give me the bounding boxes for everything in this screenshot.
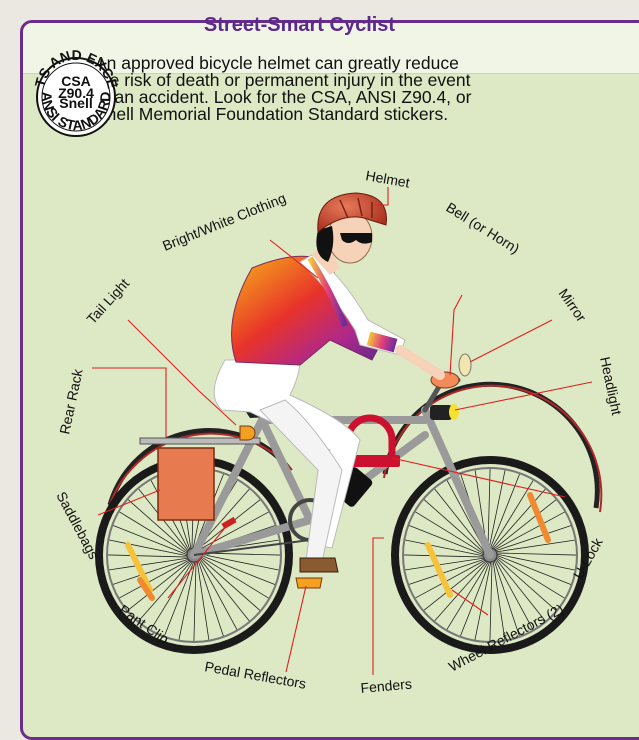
wheel-spoke [200, 555, 275, 584]
wheel-spoke [194, 561, 196, 641]
badge-line-3: Snell [59, 95, 92, 111]
label-pedal-reflectors: Pedal Reflectors [203, 658, 307, 692]
wheel-spoke [496, 553, 576, 555]
label-bell-or-horn: Bell (or Horn) [443, 199, 522, 257]
wheel-spoke [113, 526, 188, 555]
rider [214, 193, 459, 588]
wheel-spoke [151, 561, 193, 630]
wheel-spoke [496, 556, 565, 598]
wheel-spoke [491, 481, 533, 550]
label-tail-light: Tail Light [83, 275, 132, 327]
wheel-spoke [409, 526, 484, 555]
pedal-reflector [296, 578, 322, 588]
label-bright-white-clothing: Bright/White Clothing [160, 190, 288, 254]
wheel-spoke [435, 561, 488, 621]
wheel-spoke [109, 558, 189, 570]
wheel-spoke [405, 558, 485, 570]
headlight [430, 405, 452, 420]
wheel-spoke [424, 560, 487, 610]
wheel-spoke [200, 557, 260, 610]
tail-light [240, 426, 255, 440]
label-fenders: Fenders [360, 676, 413, 696]
pant-clip [221, 517, 236, 529]
wheel-spoke [199, 558, 249, 621]
wheel-spoke [495, 540, 575, 552]
label-saddlebags: Saddlebags [53, 489, 102, 562]
wheel-spoke [496, 557, 556, 610]
wheel-spoke [493, 560, 505, 640]
front-wheel-reflector [428, 545, 450, 595]
wheel-spoke [404, 555, 484, 557]
wheel-spoke [490, 561, 492, 641]
wheel-spoke [108, 555, 188, 557]
shoe [300, 558, 338, 572]
wheel-spoke [447, 561, 489, 630]
mirror [459, 354, 471, 376]
standards-badge: MEETS AND EXCEEDS ANSI STANDARD CSA Z90.… [0, 0, 121, 136]
wheel-spoke [496, 555, 571, 584]
label-mirror: Mirror [556, 286, 590, 325]
label-headlight: Headlight [597, 355, 625, 416]
label-rear-rack: Rear Rack [56, 367, 86, 436]
wheel-spoke [200, 556, 269, 598]
wheel-spoke [197, 560, 209, 640]
saddlebag [158, 448, 214, 520]
wheel-spoke [488, 469, 490, 549]
bicycle [99, 354, 601, 650]
